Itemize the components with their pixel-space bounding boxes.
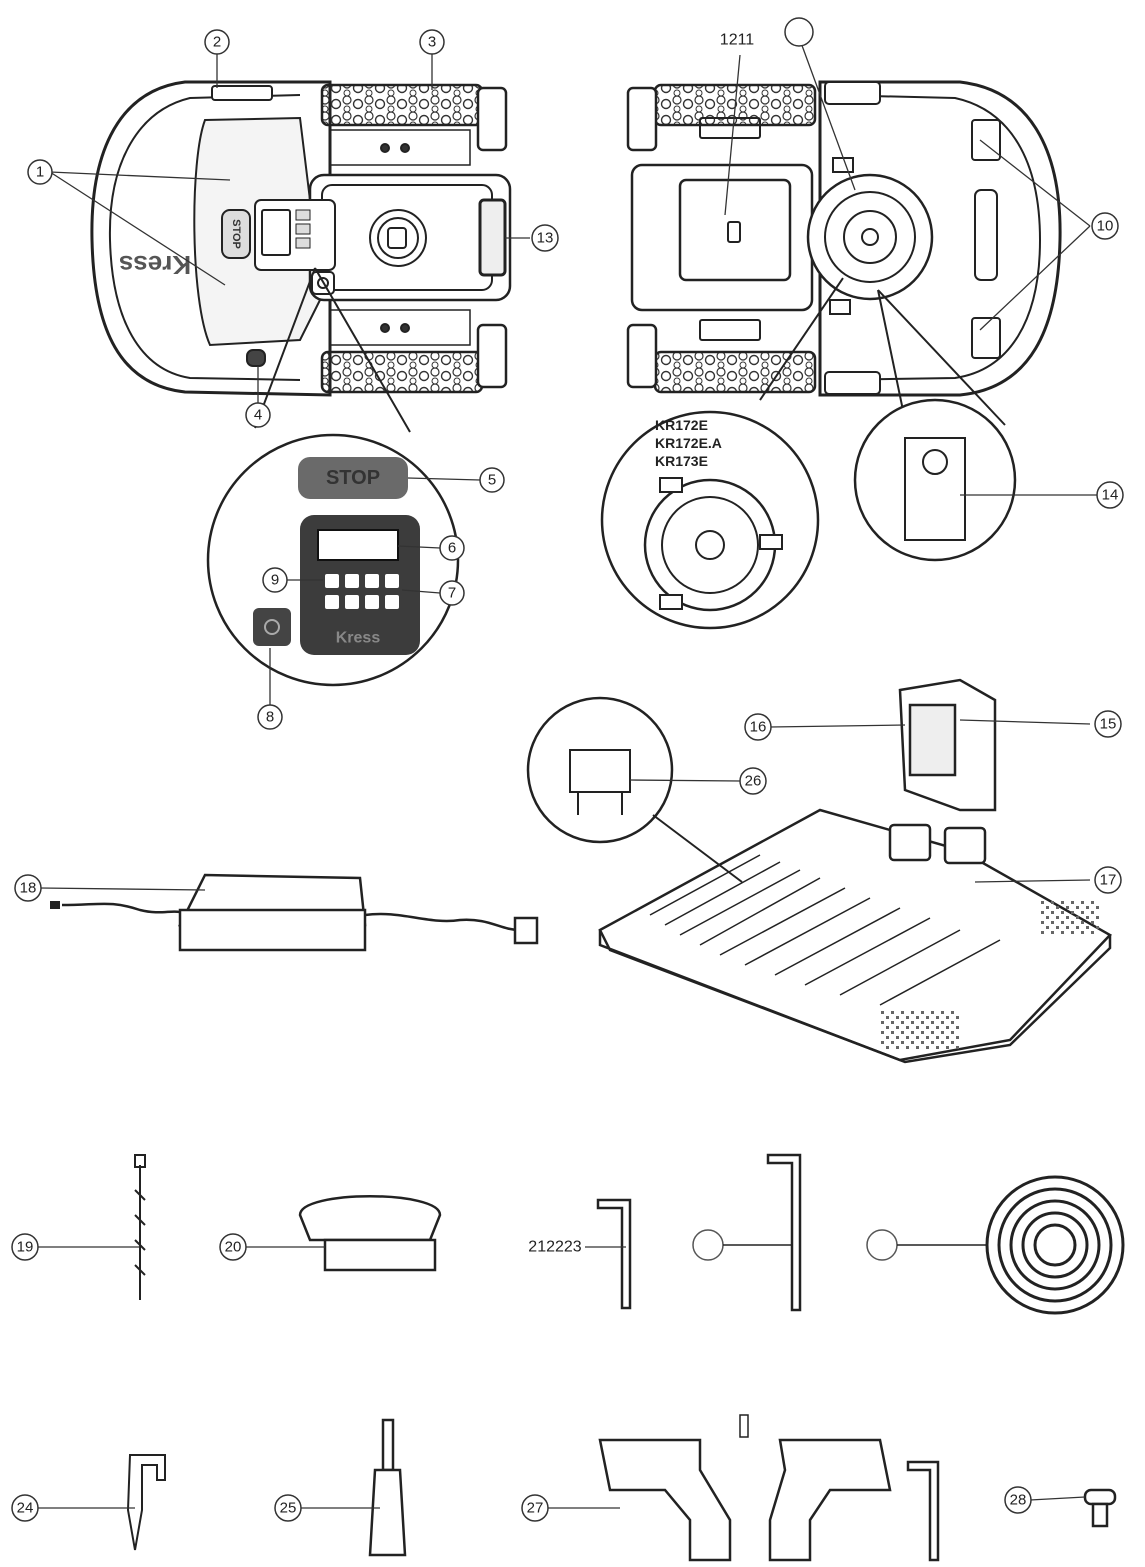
callout-8: 8 <box>266 709 274 726</box>
accessory-peg <box>134 1154 146 1300</box>
keypad-buttons <box>325 574 399 609</box>
power-supply <box>50 873 539 952</box>
wheel-track-top <box>320 83 484 127</box>
callout-26: 26 <box>745 773 762 790</box>
accessory-brackets <box>598 1414 940 1562</box>
battery-cover <box>678 178 792 282</box>
accessory-hex-key-long <box>692 1153 802 1312</box>
callout-13: 13 <box>537 230 554 247</box>
control-panel-zoom <box>206 267 460 687</box>
callout-25: 25 <box>280 1500 297 1517</box>
callout-labels: 1 2 3 4 5 6 7 8 9 10 1211 13 14 15 16 17… <box>17 32 1119 1517</box>
blade-model-1: KR172E <box>655 417 708 433</box>
blade-zoom <box>853 289 1017 562</box>
callout-212223: 212223 <box>528 1239 581 1256</box>
power-button <box>253 608 291 646</box>
blade-model-2: KR172E.A <box>655 435 722 451</box>
mower-underside-view <box>626 80 1062 397</box>
accessory-gps-antenna <box>298 1195 442 1272</box>
callout-1: 1 <box>36 164 44 181</box>
callout-15: 15 <box>1100 716 1117 733</box>
callout-6: 6 <box>448 540 456 557</box>
callout-14: 14 <box>1102 487 1119 504</box>
stop-key-top-text: STOP <box>230 219 242 249</box>
callout-markers <box>11 17 1124 1522</box>
callout-9: 9 <box>271 572 279 589</box>
clip <box>569 749 631 793</box>
callout-16: 16 <box>750 719 767 736</box>
callout-3: 3 <box>428 34 436 51</box>
callout-24: 24 <box>17 1500 34 1517</box>
callout-17: 17 <box>1100 872 1117 889</box>
charging-station <box>598 678 1113 1064</box>
clip-zoom <box>526 696 743 883</box>
brand-logo-text: Kress <box>119 250 191 280</box>
stop-button-text: STOP <box>326 467 380 489</box>
blade-disc-zoom <box>600 277 844 630</box>
callout-10: 10 <box>1097 218 1114 235</box>
callout-20: 20 <box>225 1239 242 1256</box>
callout-7: 7 <box>448 585 456 602</box>
accessory-wire-peg <box>126 1454 166 1551</box>
blade <box>904 437 966 541</box>
display-screen <box>317 529 399 561</box>
keypad-brand-text: Kress <box>336 630 381 647</box>
wheel-track-bottom <box>320 350 484 394</box>
blade-model-3: KR173E <box>655 453 708 469</box>
leader-lines <box>37 39 1100 1509</box>
accessory-screwdriver <box>368 1418 407 1557</box>
accessory-hex-key-small <box>596 1198 632 1310</box>
cutting-disc <box>806 173 934 301</box>
callout-4: 4 <box>254 407 262 424</box>
callout-18: 18 <box>20 880 37 897</box>
callout-27: 27 <box>527 1500 544 1517</box>
callout-2: 2 <box>213 34 221 51</box>
callout-5: 5 <box>488 472 496 489</box>
callout-28: 28 <box>1010 1492 1027 1509</box>
stop-button <box>298 457 408 499</box>
mower-top-view <box>90 80 512 397</box>
callout-19: 19 <box>17 1239 34 1256</box>
accessory-wire-coil <box>866 1175 1125 1315</box>
callout-1211: 1211 <box>720 32 755 49</box>
accessory-bolt <box>1083 1488 1117 1528</box>
